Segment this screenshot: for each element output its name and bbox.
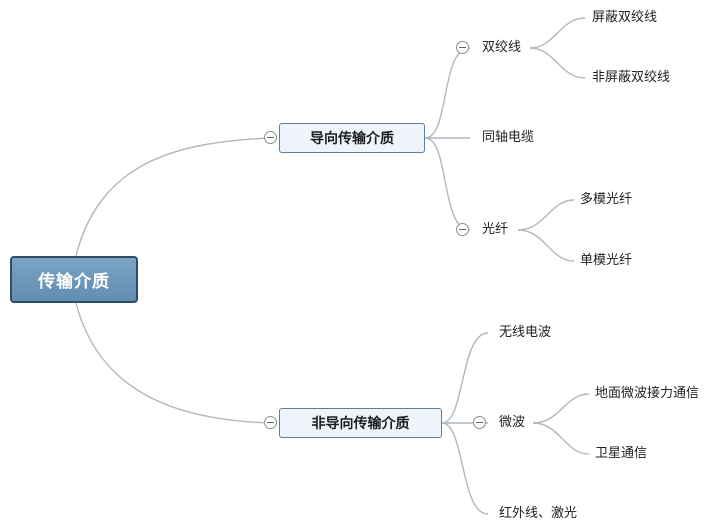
link-fiber-singlemode — [517, 229, 575, 262]
link-unguided-infrared-laser — [441, 422, 489, 515]
link-guided-fiber — [424, 137, 471, 231]
link-unguided-radio — [441, 332, 489, 424]
link-root-guided — [75, 137, 271, 257]
unguided-media-node[interactable]: 非导向传输介质 — [279, 408, 442, 438]
link-microwave-satellite — [532, 422, 590, 455]
link-guided-twisted-pair — [424, 47, 471, 139]
root-node-label: 传输介质 — [38, 272, 110, 292]
fiber-collapse-toggle-icon[interactable] — [456, 223, 469, 236]
singlemode-fiber-node[interactable]: 单模光纤 — [580, 253, 633, 268]
multimode-fiber-node[interactable]: 多模光纤 — [580, 192, 633, 207]
link-microwave-terrestrial — [532, 393, 590, 424]
guided-media-label: 导向传输介质 — [310, 131, 394, 147]
twisted-pair-collapse-toggle-icon[interactable] — [456, 41, 469, 54]
coax-cable-node[interactable]: 同轴电缆 — [482, 130, 535, 145]
link-twisted-pair-shielded — [529, 17, 586, 49]
root-node[interactable]: 传输介质 — [10, 256, 138, 303]
microwave-collapse-toggle-icon[interactable] — [473, 416, 486, 429]
unguided-media-label: 非导向传输介质 — [311, 416, 410, 432]
guided-collapse-toggle-icon[interactable] — [264, 131, 277, 144]
unguided-collapse-toggle-icon[interactable] — [264, 416, 277, 429]
link-fiber-multimode — [517, 199, 575, 231]
radio-wave-node[interactable]: 无线电波 — [499, 325, 552, 340]
shielded-twisted-pair-node[interactable]: 屏蔽双绞线 — [592, 10, 658, 25]
guided-media-node[interactable]: 导向传输介质 — [279, 123, 425, 153]
link-twisted-pair-unshielded — [529, 47, 586, 79]
link-root-unguided — [75, 302, 271, 424]
twisted-pair-node[interactable]: 双绞线 — [482, 40, 522, 55]
unshielded-twisted-pair-node[interactable]: 非屏蔽双绞线 — [592, 70, 671, 85]
infrared-laser-node[interactable]: 红外线、激光 — [499, 506, 578, 521]
terrestrial-microwave-node[interactable]: 地面微波接力通信 — [595, 386, 700, 401]
optical-fiber-node[interactable]: 光纤 — [482, 222, 509, 237]
microwave-node[interactable]: 微波 — [499, 415, 526, 430]
satellite-communication-node[interactable]: 卫星通信 — [595, 446, 648, 461]
